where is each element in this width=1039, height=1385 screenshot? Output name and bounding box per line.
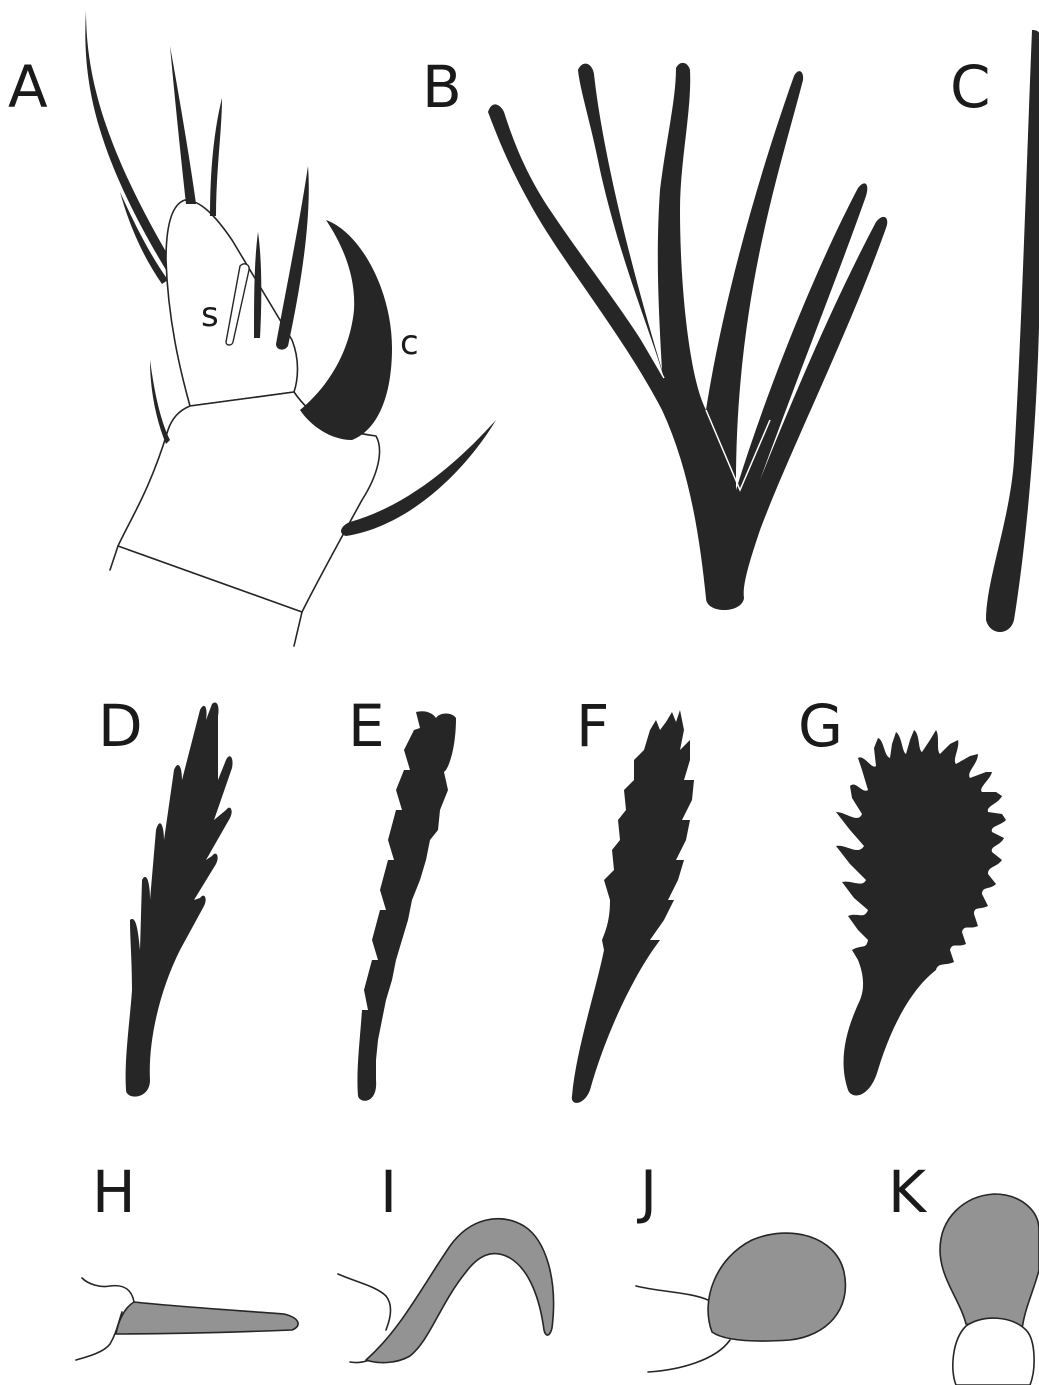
panel-a-label-s: s [201,295,219,335]
panel-a-seta-right [276,166,309,350]
panel-c: C [950,30,1039,632]
panel-label-e: E [348,692,385,760]
panel-k-structure [940,1194,1039,1330]
panel-f: F [572,692,694,1103]
panel-h: H [76,1158,298,1360]
panel-a-tarsus [166,200,298,406]
panel-i: I [338,1158,554,1363]
panel-f-lanceolate-seta [572,710,694,1103]
panel-label-g: G [798,692,843,760]
panel-g: G [798,692,1006,1095]
panel-e: E [348,692,456,1101]
panel-j-cuticle-lower [648,1340,730,1372]
panel-g-spatulate-seta [836,730,1006,1095]
panel-j-cuticle-upper [636,1286,708,1300]
panel-label-a: A [8,53,48,121]
panel-label-b: B [422,53,462,121]
panel-b-branched-seta [488,63,887,610]
panel-label-h: H [92,1158,136,1226]
panel-d-plumose-seta [126,703,233,1097]
panel-c-simple-seta [986,30,1039,632]
panel-e-serrate-seta [357,711,456,1101]
panel-a-tibia-edge [110,546,118,570]
panel-b: B [422,53,887,610]
panel-label-f: F [576,692,609,760]
panel-i-structure [366,1219,554,1363]
panel-a-seta-left [120,192,168,284]
panel-label-i: I [380,1158,397,1226]
panel-label-k: K [888,1158,928,1226]
panel-label-d: D [98,692,143,760]
panel-a-tibia-edge-right [294,612,302,646]
panel-a-seta-upper [210,98,222,216]
panel-a-claw [300,220,392,440]
panel-a-seta-top [170,46,196,204]
panel-a-label-c: c [400,323,419,363]
panel-j: J [636,1158,845,1372]
panel-i-cuticle-upper [338,1274,391,1330]
panel-label-j: J [637,1158,657,1226]
panel-j-structure [708,1233,845,1341]
panel-h-cuticle-upper [82,1278,134,1302]
panel-k-socket [953,1318,1034,1385]
panel-d: D [98,692,233,1097]
panel-a-seta-mid [254,232,261,338]
panel-k: K [888,1158,1039,1385]
panel-label-c: C [950,53,991,121]
panel-a-long-seta [85,10,172,270]
panel-h-cuticle-lower [76,1312,122,1360]
panel-h-structure [116,1302,298,1334]
